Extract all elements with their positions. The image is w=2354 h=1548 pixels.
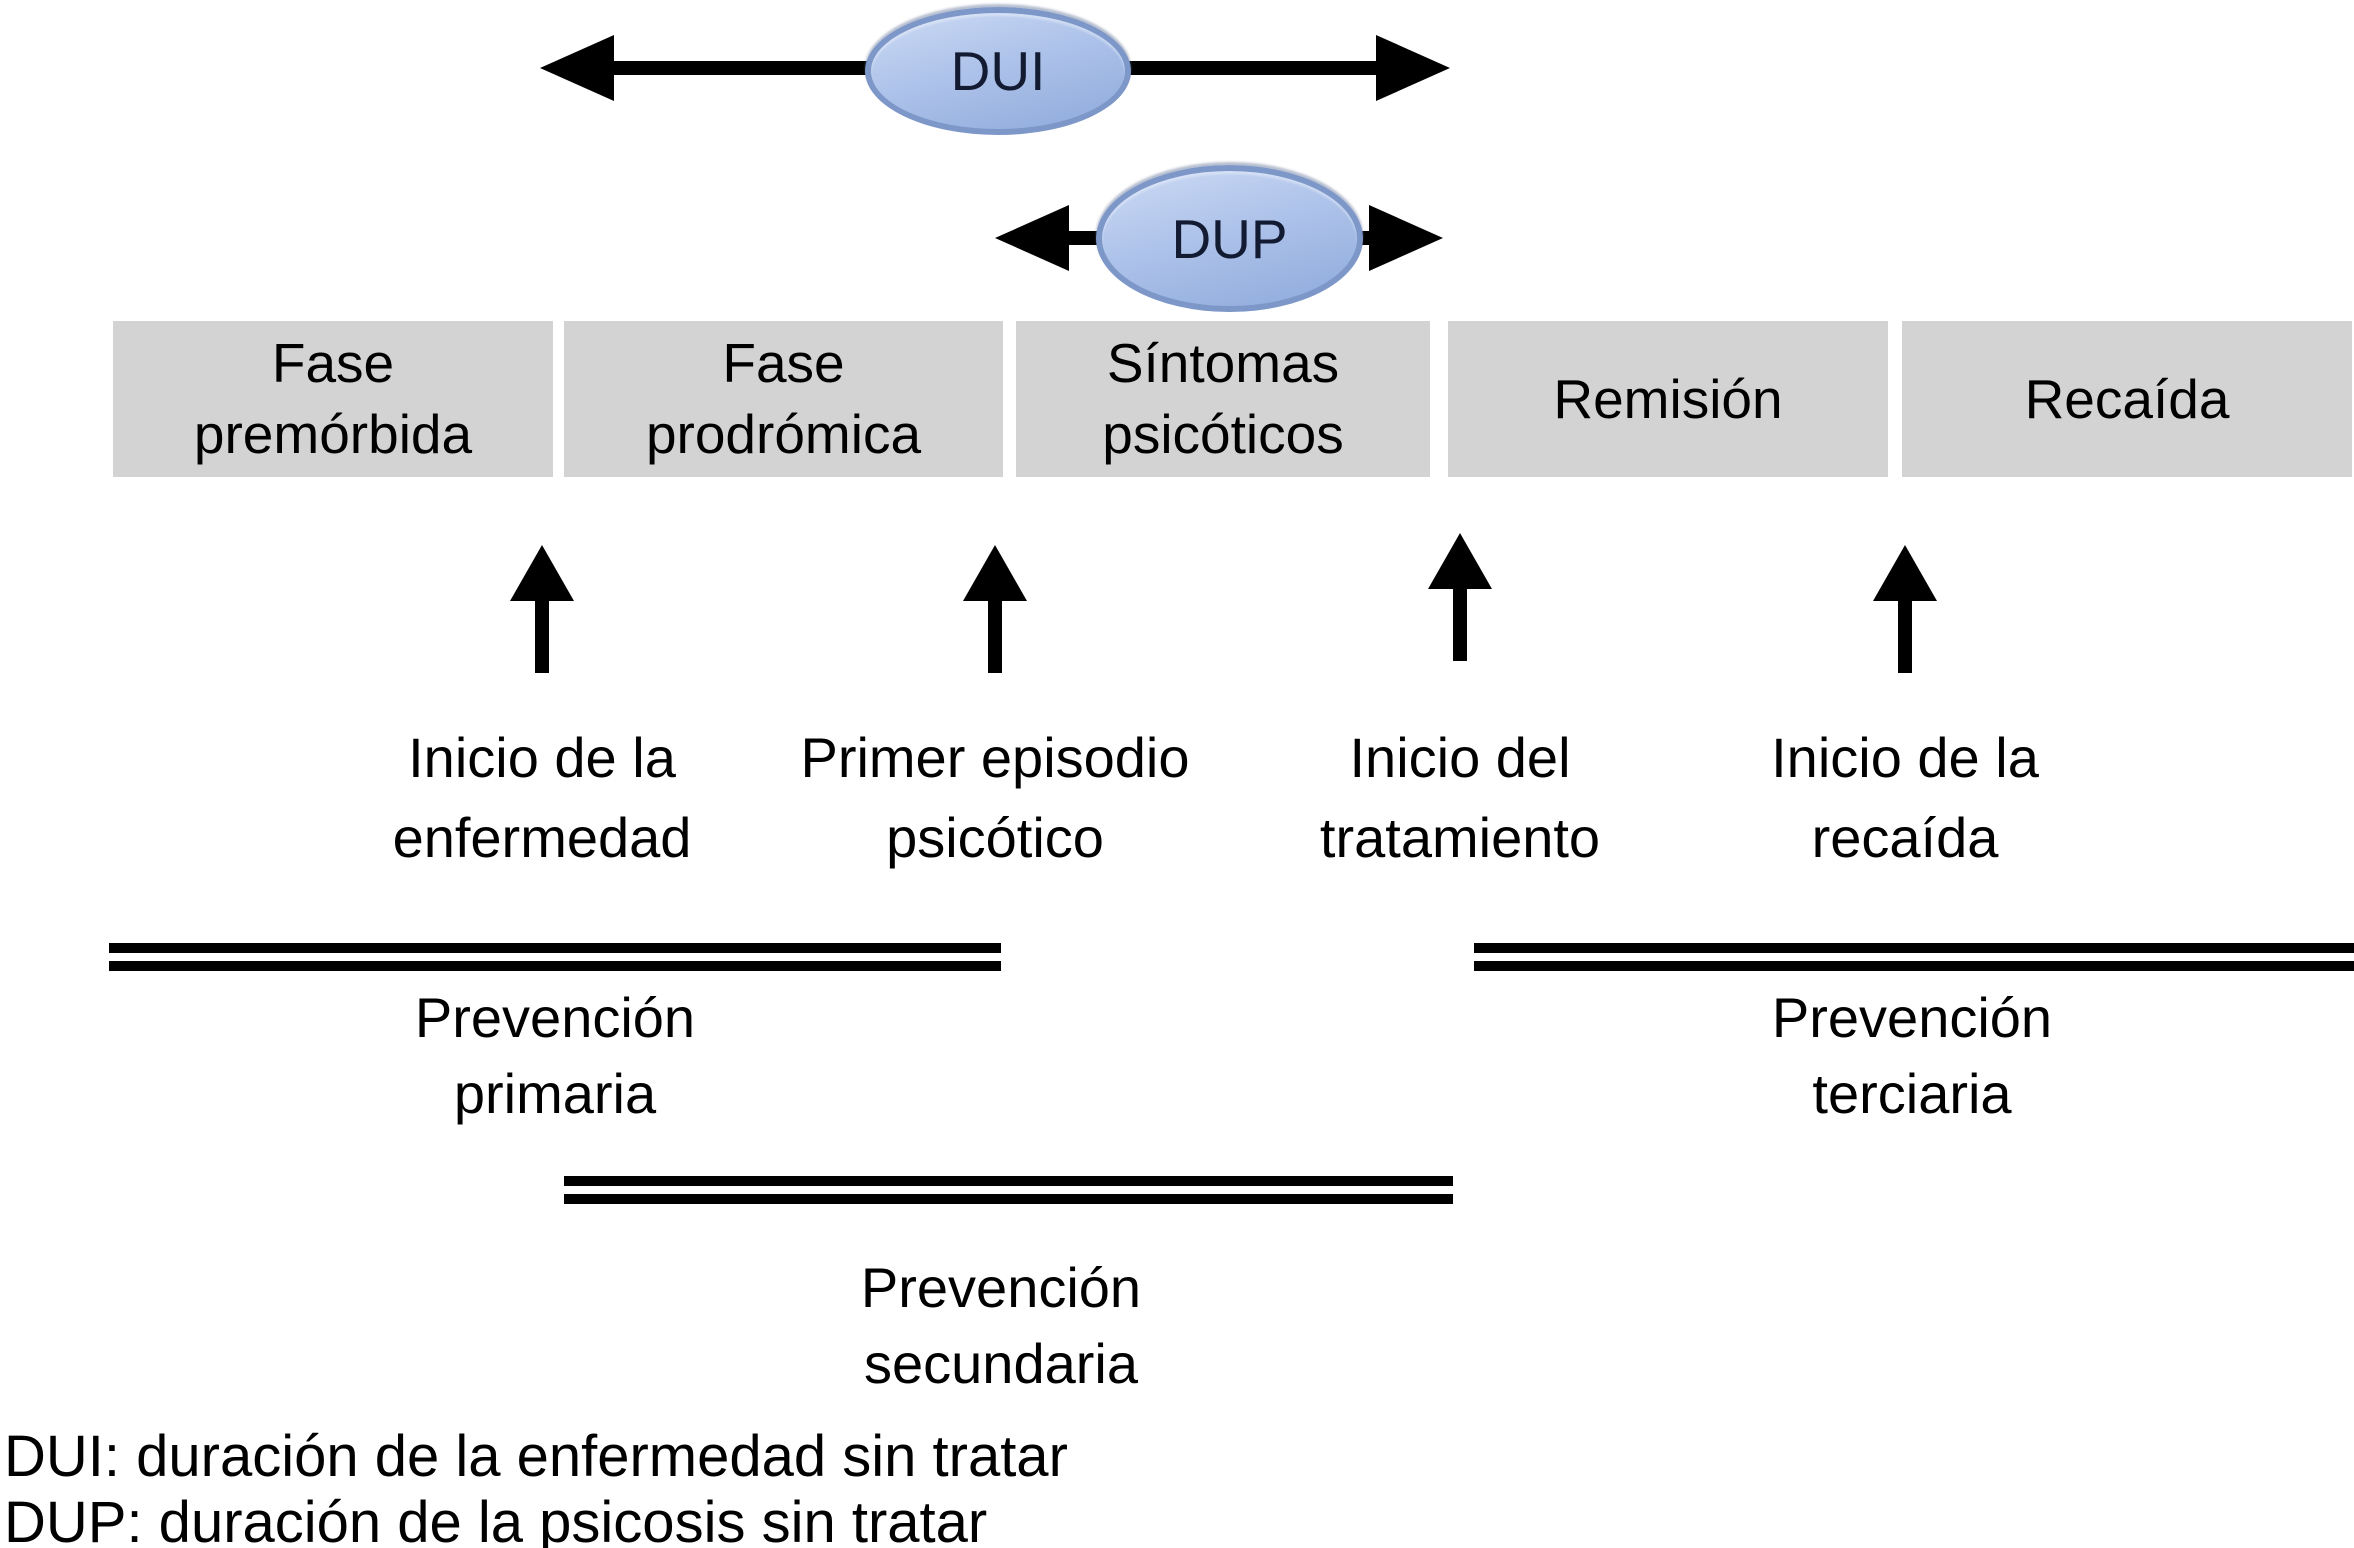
dup-label: DUP [1171,207,1288,270]
prevention-span-secundaria [564,1176,1453,1204]
milestone-inicio-tratamiento: Inicio del tratamiento [1319,726,1601,869]
dui-ellipse: DUI [865,7,1131,135]
arrowhead-right-icon [1376,35,1450,101]
dui-label: DUI [950,40,1046,102]
prevention-label-secundaria: Prevención secundaria [860,1256,1142,1395]
prevention-span-primaria [109,943,1001,971]
milestone-primer-episodio: Primer episodio psicótico [800,726,1190,869]
prevention-span-terciaria [1474,943,2354,971]
arrow-stem [988,601,1002,673]
prevention-label-terciaria: Prevención terciaria [1771,986,2053,1125]
legend: DUI: duración de la enfermedad sin trata… [4,1424,1068,1548]
prevention-label-primaria: Prevención primaria [414,986,696,1125]
arrow-stem [535,601,549,673]
arrowhead-up-icon [1428,533,1492,589]
phase-box-prodromica: Fase prodrómica [564,321,1003,477]
up-arrow-inicio-tratamiento [1428,533,1492,661]
up-arrow-primer-episodio [963,545,1027,673]
phase-box-recaida: Recaída [1902,321,2352,477]
milestone-inicio-enfermedad: Inicio de la enfermedad [392,726,692,869]
milestone-inicio-recaida: Inicio de la recaída [1771,726,2039,869]
arrow-stem [1898,601,1912,673]
up-arrow-inicio-recaida [1873,545,1937,673]
arrowhead-right-icon [1369,205,1443,271]
legend-line-dui: DUI: duración de la enfermedad sin trata… [4,1424,1068,1489]
phase-box-remision: Remisión [1448,321,1888,477]
arrow-stem [1453,589,1467,661]
phase-box-sintomas-psicoticos: Síntomas psicóticos [1016,321,1430,477]
arrowhead-up-icon [1873,545,1937,601]
up-arrow-inicio-enfermedad [510,545,574,673]
phase-box-premorbida: Fase premórbida [113,321,553,477]
arrowhead-up-icon [963,545,1027,601]
legend-line-dup: DUP: duración de la psicosis sin tratar [4,1490,988,1548]
arrowhead-up-icon [510,545,574,601]
dup-ellipse: DUP [1096,165,1363,312]
